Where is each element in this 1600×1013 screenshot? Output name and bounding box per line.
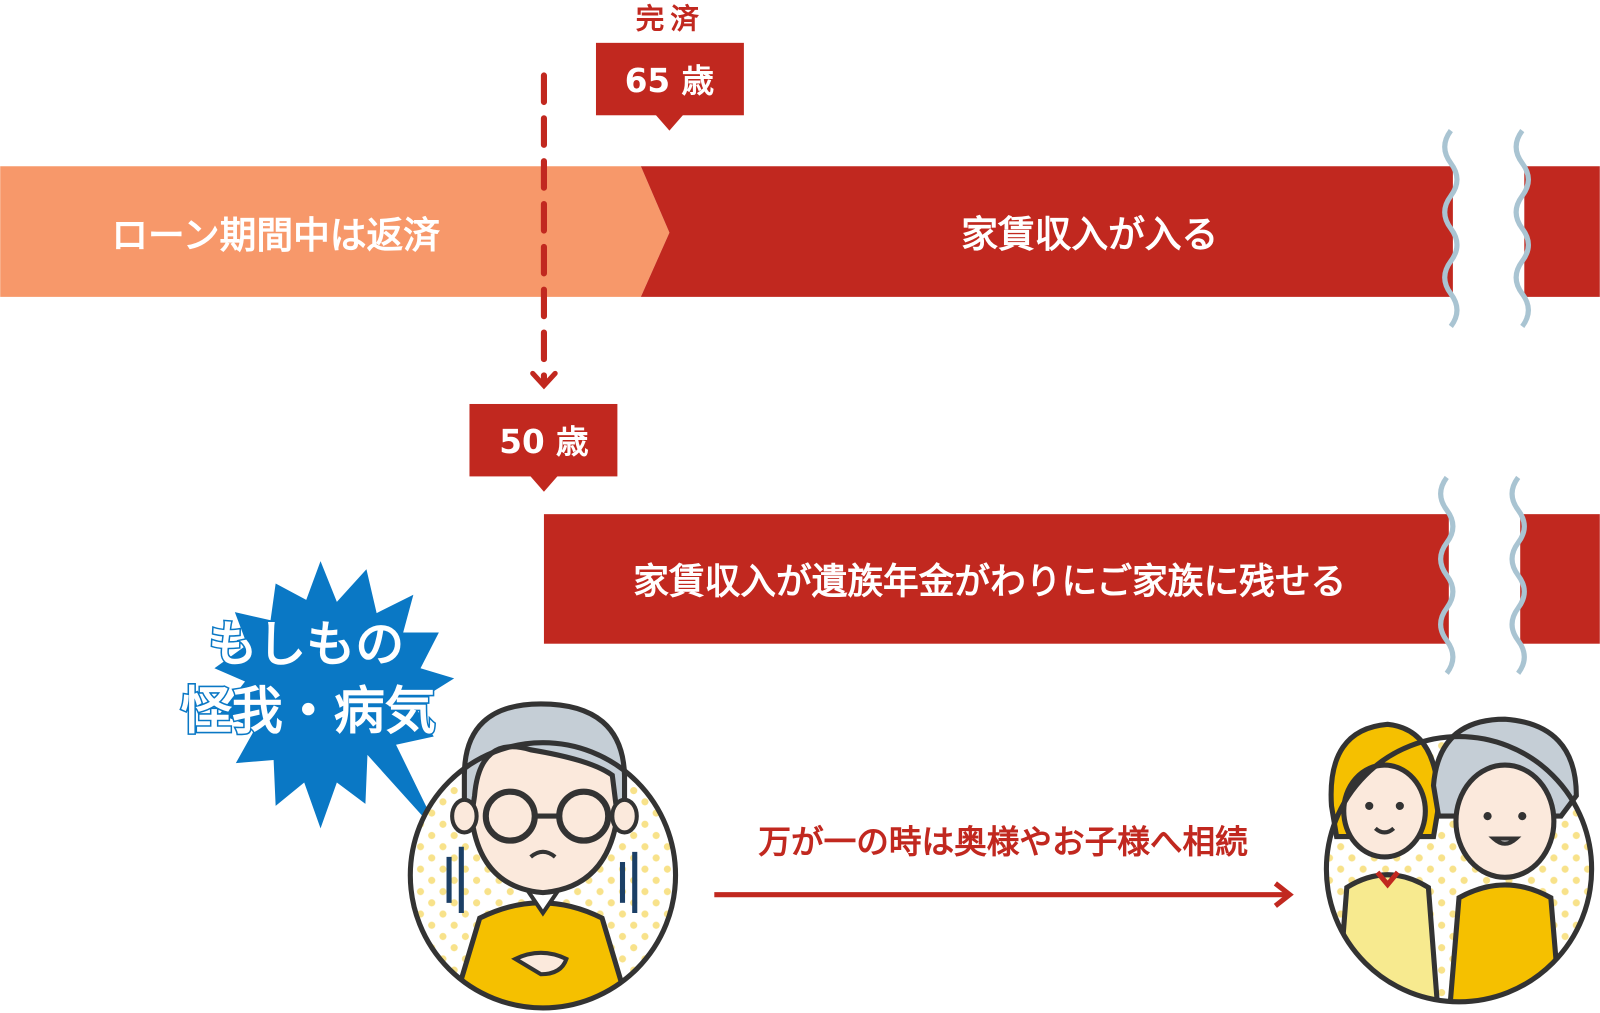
timeline-break-top (1442, 129, 1531, 328)
age-65-text: 65 歳 (625, 62, 715, 100)
rent-income-text: 家賃収入が入る (961, 213, 1218, 256)
loan-period-text: ローン期間中は返済 (111, 214, 440, 257)
sick-man-illustration (407, 701, 679, 1011)
inheritance-label: 万が一の時は奥様やお子様へ相続 (758, 823, 1248, 861)
burst-line1: もしもの (208, 616, 404, 673)
dashed-down-arrow (530, 72, 558, 390)
age-65-badge: 65 歳 (595, 42, 744, 131)
rent-income-segment (640, 166, 1600, 297)
completion-label: 完済 (636, 2, 705, 36)
timeline-break-bottom (1438, 475, 1527, 675)
emergency-burst: もしもの 怪我・病気 (179, 561, 455, 837)
survivor-income-segment (543, 514, 1600, 644)
age-50-text: 50 歳 (499, 423, 589, 461)
family-illustration (1323, 716, 1595, 1005)
survivor-income-text: 家賃収入が遺族年金がわりにご家族に残せる (633, 562, 1346, 603)
age-50-badge: 50 歳 (469, 403, 618, 492)
loan-period-segment (0, 166, 670, 297)
burst-line2: 怪我・病気 (181, 682, 436, 741)
inheritance-arrow (714, 881, 1294, 908)
